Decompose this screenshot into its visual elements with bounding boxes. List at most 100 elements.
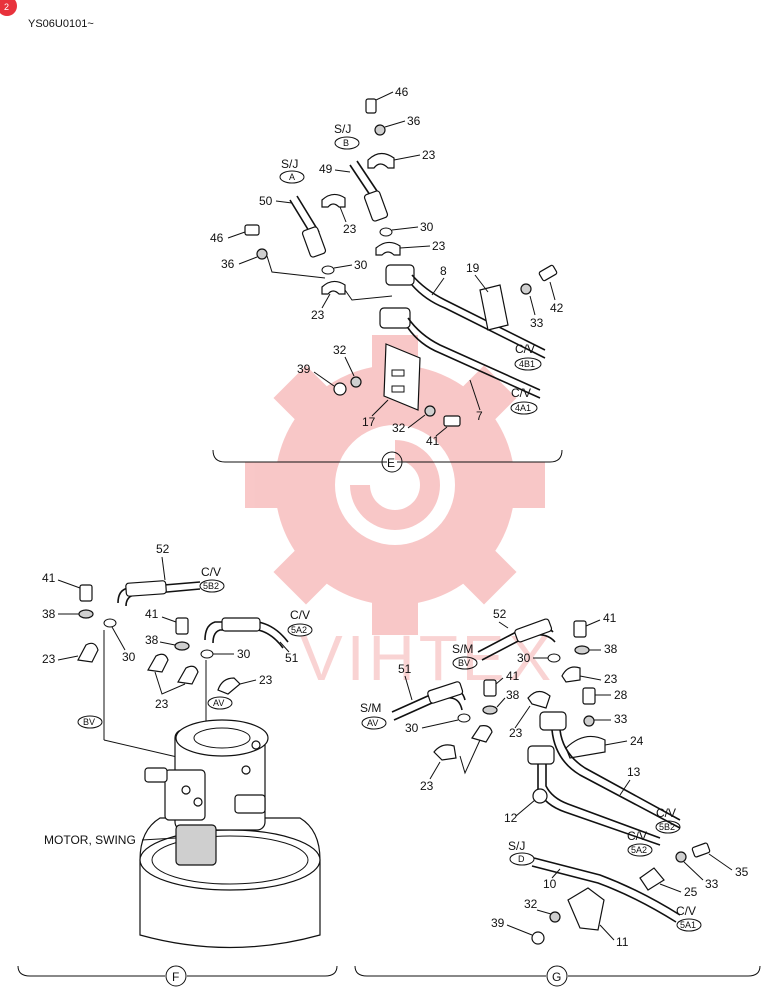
motor-label: MOTOR, SWING [44,833,136,847]
label-cv-4a1: C/V [511,386,531,400]
callout: 23 [311,308,325,322]
view-e-label: E [387,456,395,470]
tag-d-text: D [518,854,525,864]
tag-av-f-text: AV [213,698,224,708]
washer-32-e [350,376,362,388]
clamp-23-f-b [177,665,199,685]
callout: 46 [210,231,224,245]
view-bracket-g [354,965,761,977]
watermark-text: VIHTEX [300,622,555,694]
callout: 23 [42,652,56,666]
washer-32-g [549,911,561,923]
bolt-41-e [443,415,461,427]
callout: 17 [362,415,376,429]
callout: 25 [684,885,698,899]
callout: 41 [42,571,56,585]
oring-30-a [379,227,393,237]
flange-g-lower [527,745,555,765]
clamp-23-g-a [561,666,581,683]
washer-38-f-left [78,609,94,619]
callout: 33 [530,316,544,330]
view-bracket-f [17,965,338,977]
callout: 41 [426,434,440,448]
label-sj-b: S/J [334,122,351,136]
view-e-circle [381,451,403,473]
tag-5a2-f [287,623,313,637]
callout: 23 [432,239,446,253]
callout: 28 [614,688,628,702]
clamp-23-top [367,152,395,169]
callout: 32 [333,343,347,357]
tag-bv-g [452,656,478,670]
bracket-19 [479,284,509,331]
bracket-11 [567,887,605,931]
tag-5a2-f-text: 5A2 [291,625,307,635]
tag-4a1 [510,401,538,415]
bolt-41-f-left [79,584,93,602]
flange-upper [385,264,415,286]
callout: 52 [156,542,170,556]
label-sj-a: S/J [281,157,298,171]
callout: 30 [405,721,419,735]
tag-5b2-f-text: 5B2 [203,581,219,591]
callout: 51 [398,662,412,676]
washer-38-g-a [574,645,590,655]
callout: 46 [395,85,409,99]
callout: 38 [145,633,159,647]
flange-lower [379,307,411,329]
section-e: 46 36 23 S/J B 49 S/J A 50 23 [210,85,564,473]
clamp-23-g-d [433,744,457,761]
bolt-41-g-a [573,620,587,638]
bolt-41-g-b [483,679,497,697]
callout: 41 [145,607,159,621]
tag-5b2-g-text: 5B2 [659,822,675,832]
document-code: YS06U0101~ [28,18,94,30]
callout: 11 [616,935,629,949]
washer-38-f-mid [174,641,190,651]
label-cv-5a2-f: C/V [290,608,310,622]
callout: 19 [466,261,480,275]
bolt-42 [538,264,558,282]
callout: 50 [259,194,273,208]
tag-av-g-text: AV [367,718,378,728]
section-f: 52 C/V 5B2 41 38 30 23 C/V 5A2 51 41 [17,542,338,987]
hose-fitting-50 [301,226,327,258]
clamp-23-g-b [527,690,551,709]
oring-30-g-b [457,713,471,723]
tag-b [334,136,360,150]
callout: 13 [627,765,641,779]
label-sm-av: S/M [360,701,381,715]
callout: 32 [524,897,538,911]
page-badge [0,0,17,16]
bolt-46-top [365,98,377,114]
label-cv-5a2-g: C/V [627,829,647,843]
page-badge-number: 2 [4,2,9,12]
callout: 23 [155,697,169,711]
swing-motor [139,719,321,949]
view-f-label: F [172,970,179,984]
tag-d [509,852,535,866]
callout: 35 [735,865,749,879]
callout: 23 [604,672,618,686]
clamp-23-lower [321,280,346,295]
callout: 38 [604,642,618,656]
callout: 23 [420,779,434,793]
washer-36-top [374,124,386,136]
callout: 33 [614,712,628,726]
callout: 41 [506,669,520,683]
tag-4b1 [514,357,542,371]
callout: 30 [122,650,136,664]
tag-5a1 [676,918,702,932]
washer-33-g-b [675,851,687,863]
callout: 8 [440,264,447,278]
section-g: 52 S/M BV 41 30 38 23 51 S/M AV 41 38 [354,607,761,987]
washer-36-left [256,248,268,260]
callout: 23 [422,148,436,162]
tag-4b1-text: 4B1 [519,359,535,369]
label-cv-4b1: C/V [515,342,535,356]
callout: 10 [543,877,557,891]
hose-fitting-49 [363,190,389,222]
callout: 38 [42,607,56,621]
callout: 39 [297,362,311,376]
washer-33-g-a [583,715,595,727]
